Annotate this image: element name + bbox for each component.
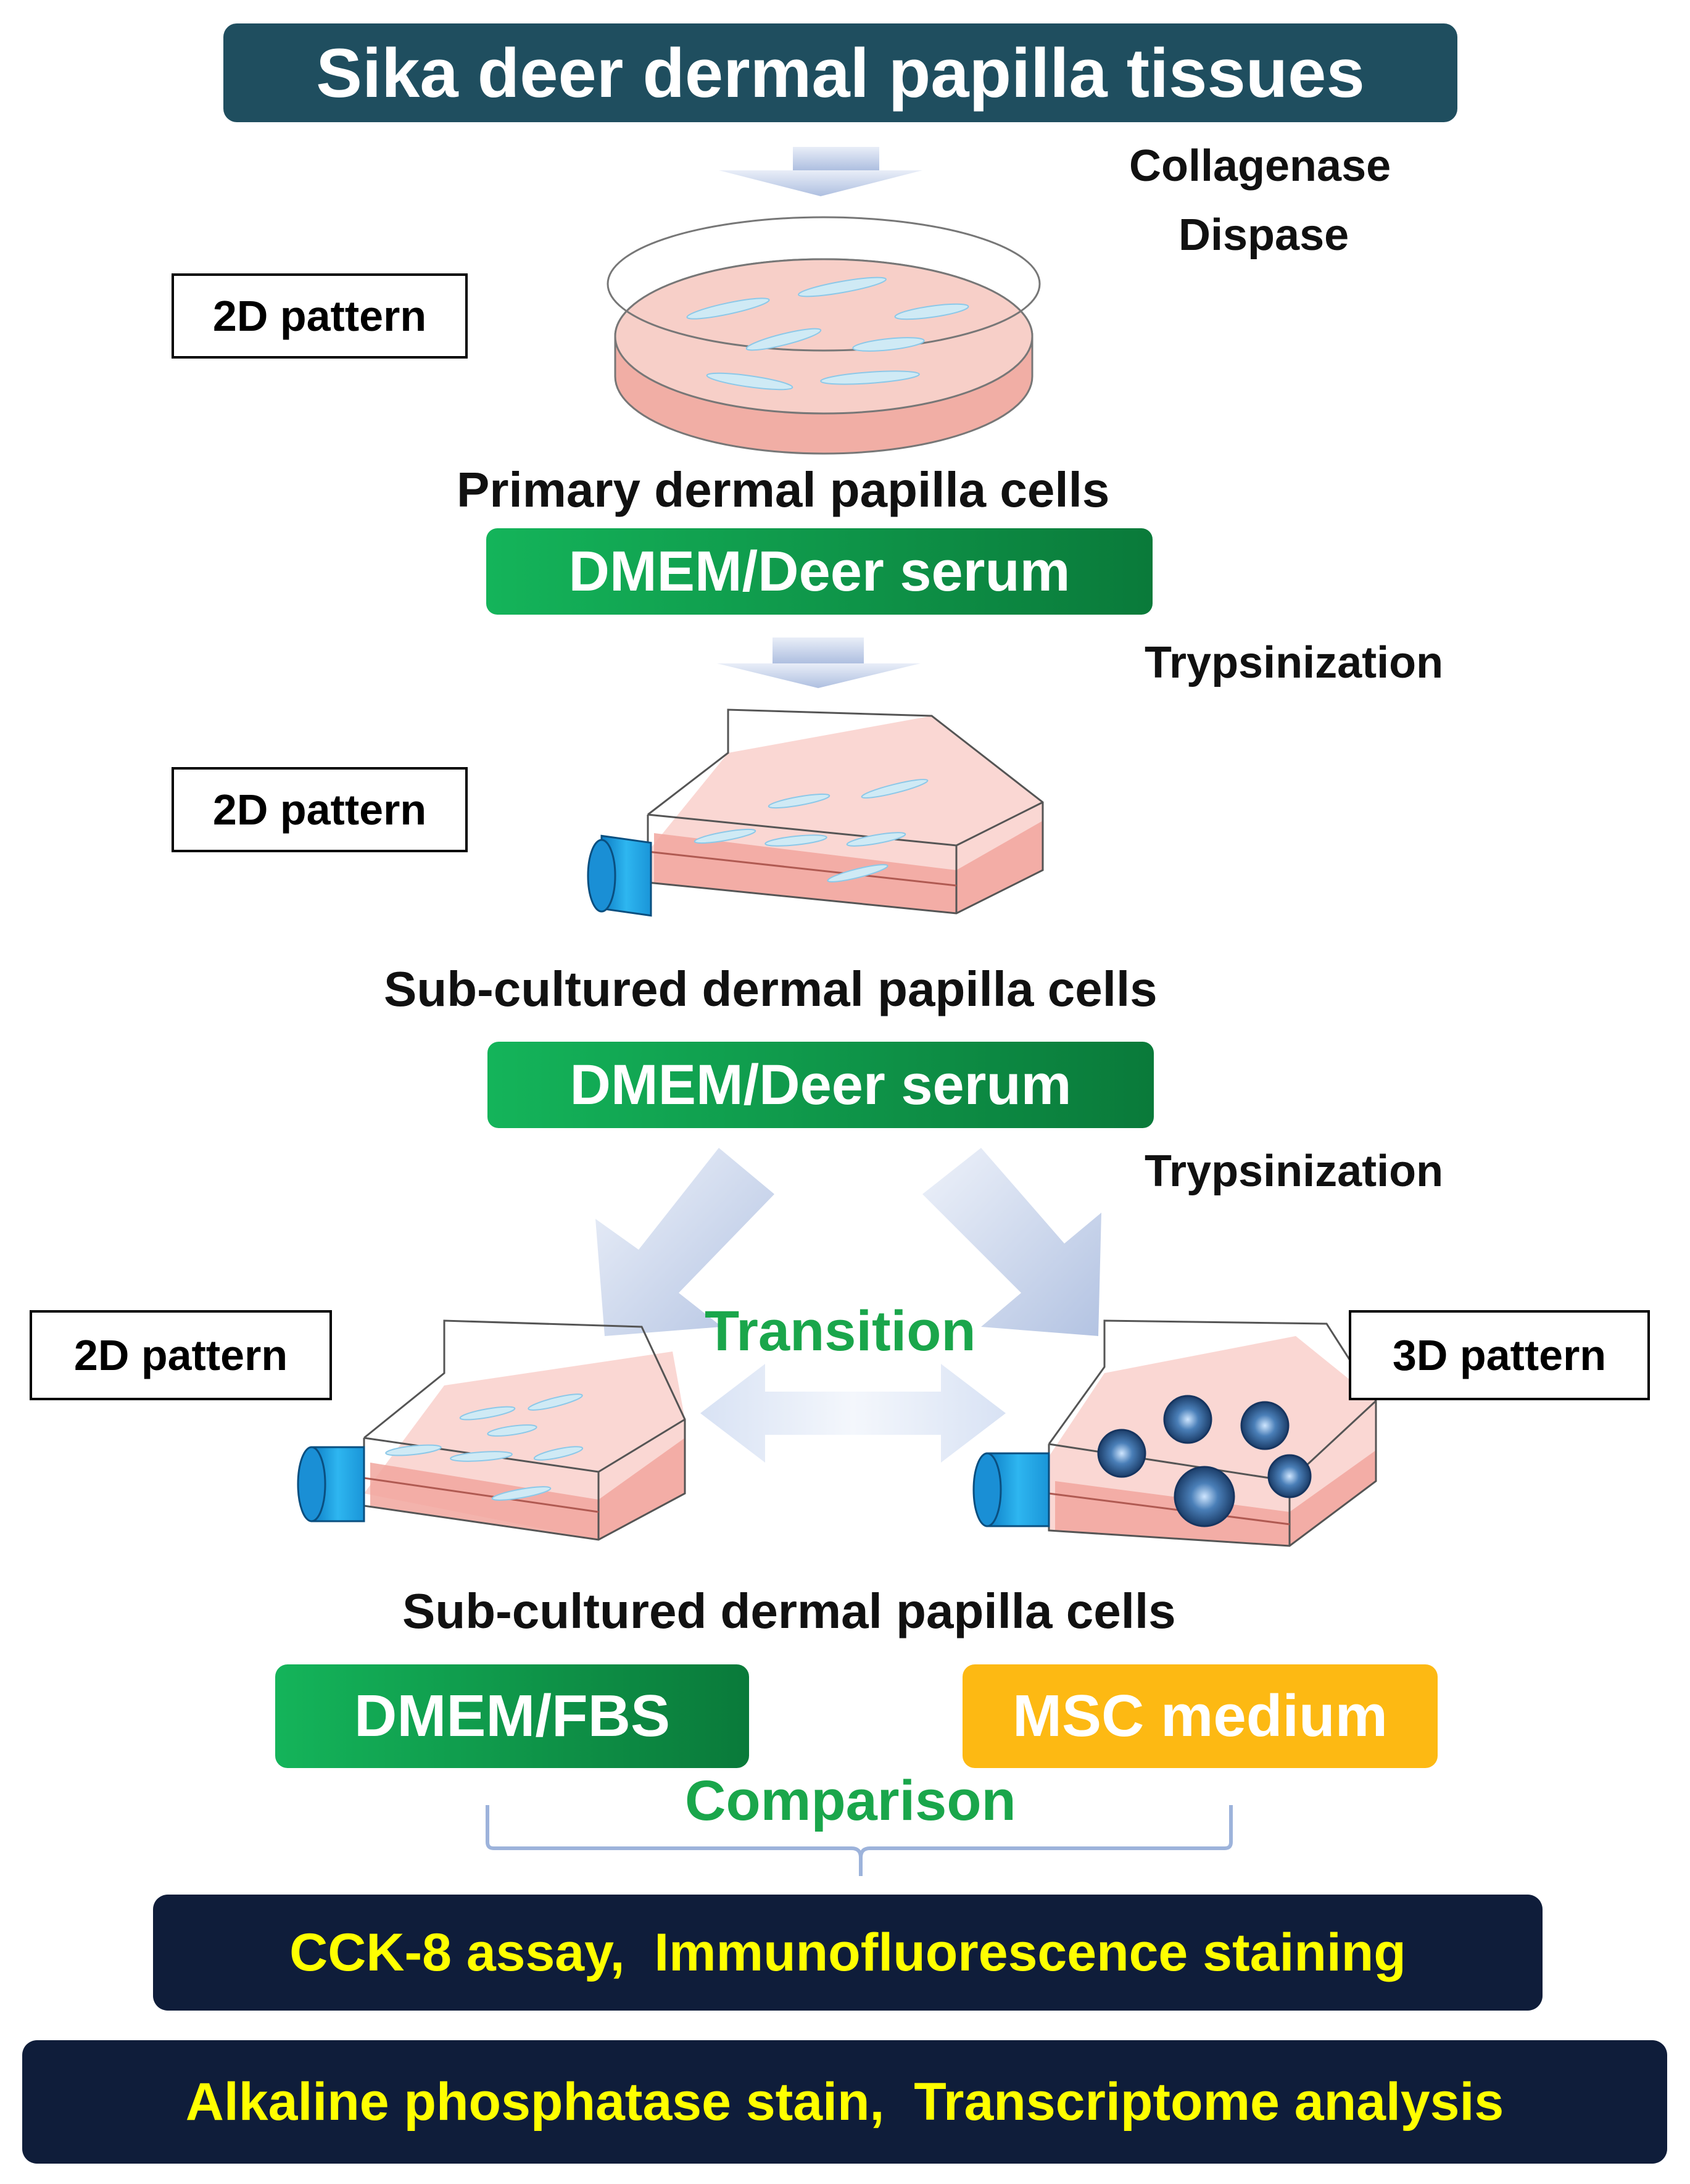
petri-dish: [607, 216, 1041, 455]
assay-banner-1: CCK-8 assay, Immunofluorescence staining: [153, 1895, 1543, 2011]
flask-cap-3: [972, 1452, 1050, 1527]
medium-deer-serum-2: DMEM/Deer serum: [487, 1042, 1154, 1128]
page-title: Sika deer dermal papilla tissues: [316, 34, 1365, 112]
assay-banner-2: Alkaline phosphatase stain, Transcriptom…: [22, 2040, 1667, 2164]
culture-flask-2: [297, 1319, 686, 1541]
down-arrow-2: [717, 637, 921, 688]
trypsinization-label-2: Trypsinization: [1145, 1147, 1444, 1196]
medium-deer-serum-1: DMEM/Deer serum: [486, 528, 1153, 615]
trypsinization-label-1: Trypsinization: [1145, 638, 1444, 687]
medium-dmem-fbs: DMEM/FBS: [275, 1664, 749, 1768]
enzyme-label-collagenase: Collagenase: [1129, 141, 1391, 191]
title-banner: Sika deer dermal papilla tissues: [223, 23, 1457, 122]
flask-cap-2: [297, 1446, 365, 1522]
diagonal-arrow-left: [595, 1148, 774, 1336]
medium-msc: MSC medium: [963, 1664, 1438, 1768]
culture-flask-1: [587, 708, 1044, 917]
primary-cells-label: Primary dermal papilla cells: [457, 462, 1110, 517]
pattern-box-4: 3D pattern: [1349, 1310, 1650, 1400]
comparison-bracket: [486, 1805, 1233, 1876]
down-arrow-1: [719, 147, 922, 196]
sub-cultured-cells-label-1: Sub-cultured dermal papilla cells: [384, 961, 1158, 1016]
transition-double-arrow: [700, 1364, 1006, 1463]
comparison-label: Comparison: [685, 1769, 1016, 1832]
culture-flask-3: [972, 1319, 1377, 1547]
pattern-box-2: 2D pattern: [172, 767, 468, 852]
pattern-box-3: 2D pattern: [30, 1310, 332, 1400]
sub-cultured-cells-label-2: Sub-cultured dermal papilla cells: [402, 1584, 1176, 1638]
pattern-box-1: 2D pattern: [172, 273, 468, 359]
spheroid: [1097, 1395, 1312, 1527]
transition-label: Transition: [705, 1300, 976, 1363]
enzyme-label-dispase: Dispase: [1178, 210, 1349, 260]
flask-cap-1: [587, 834, 652, 917]
diagonal-arrow-right: [922, 1148, 1101, 1336]
